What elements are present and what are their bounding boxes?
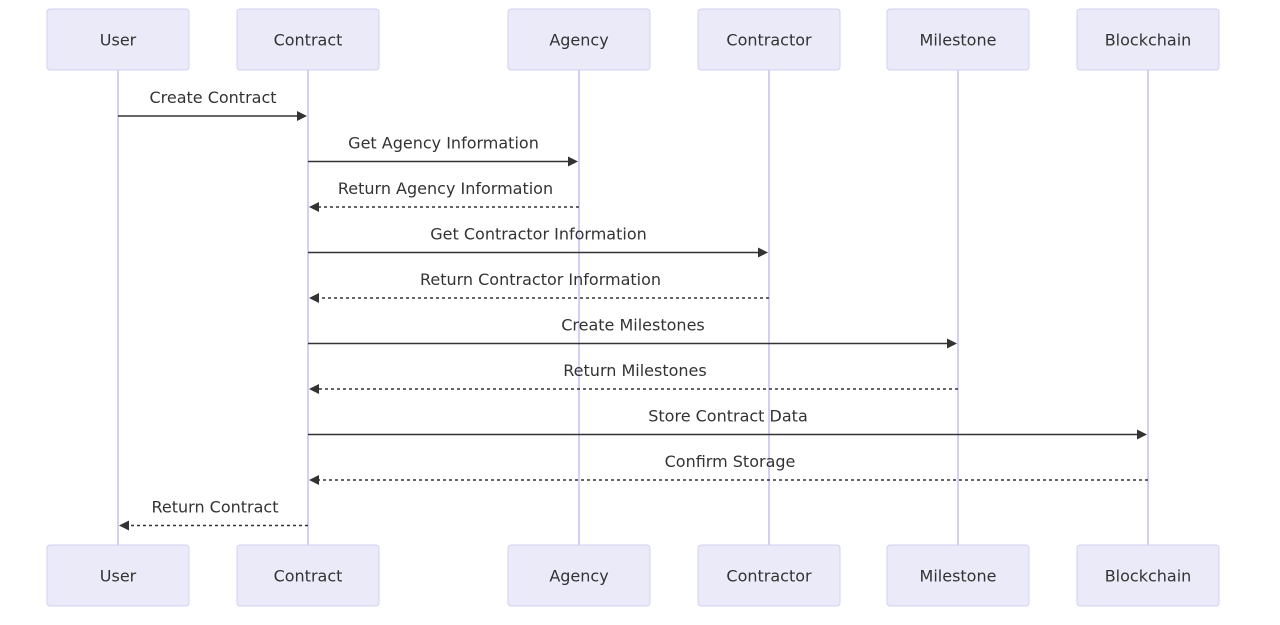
participant-label: Blockchain (1105, 567, 1192, 586)
participant-user-bottom: User (46, 544, 190, 607)
participant-user-top: User (46, 8, 190, 71)
participant-contract-top: Contract (236, 8, 380, 71)
arrowhead-icon (309, 475, 319, 485)
message-label: Return Contract (151, 498, 278, 517)
participant-agency-bottom: Agency (507, 544, 651, 607)
message-9: Confirm Storage (309, 452, 1148, 485)
participant-label: Milestone (920, 31, 997, 50)
participant-box (1076, 8, 1220, 71)
participant-label: User (100, 31, 137, 50)
participant-milestone-bottom: Milestone (886, 544, 1030, 607)
participant-label: User (100, 567, 137, 586)
message-2: Get Agency Information (308, 134, 578, 167)
participant-contractor-top: Contractor (697, 8, 841, 71)
message-1: Create Contract (118, 88, 307, 121)
participant-milestone-top: Milestone (886, 8, 1030, 71)
participant-box (236, 8, 380, 71)
message-8: Store Contract Data (308, 407, 1147, 440)
arrowhead-icon (119, 520, 129, 531)
arrowhead-icon (758, 247, 768, 258)
participants-top: User Contract Agency Contractor Milestone Blo… (46, 8, 1220, 71)
participant-blockchain-top: Blockchain (1076, 8, 1220, 71)
participant-label: Blockchain (1105, 31, 1192, 50)
participant-label: Agency (549, 567, 608, 586)
participant-blockchain-bottom: Blockchain (1076, 544, 1220, 607)
participant-box (886, 544, 1030, 607)
message-label: Return Contractor Information (420, 270, 661, 289)
message-7: Return Milestones (309, 361, 958, 394)
participant-label: Contractor (726, 31, 812, 50)
participant-label: Milestone (920, 567, 997, 586)
participants-bottom: User Contract Agency Contractor Milestone Blo… (46, 544, 1220, 607)
participant-box (236, 544, 380, 607)
message-5: Return Contractor Information (309, 270, 769, 303)
message-label: Get Contractor Information (430, 225, 647, 244)
message-label: Create Contract (149, 88, 276, 107)
message-label: Confirm Storage (665, 452, 796, 471)
arrowhead-icon (309, 293, 319, 303)
arrowhead-icon (297, 111, 307, 121)
message-4: Get Contractor Information (308, 225, 768, 258)
message-label: Store Contract Data (648, 407, 808, 426)
message-10: Return Contract (119, 498, 308, 531)
participant-box (697, 8, 841, 71)
lifelines (117, 70, 1149, 545)
arrowhead-icon (309, 384, 319, 394)
participant-box (46, 8, 190, 71)
participant-label: Contract (274, 567, 343, 586)
participant-label: Contractor (726, 567, 812, 586)
participant-label: Contract (274, 31, 343, 50)
participant-contract-bottom: Contract (236, 544, 380, 607)
participant-box (46, 544, 190, 607)
message-label: Create Milestones (561, 316, 705, 335)
participant-label: Agency (549, 31, 608, 50)
message-3: Return Agency Information (309, 179, 579, 212)
arrowhead-icon (1137, 429, 1147, 440)
message-label: Get Agency Information (348, 134, 539, 153)
participant-box (886, 8, 1030, 71)
participant-box (697, 544, 841, 607)
arrowhead-icon (947, 338, 957, 349)
message-label: Return Milestones (563, 361, 706, 380)
arrowhead-icon (309, 202, 319, 212)
participant-box (507, 8, 651, 71)
participant-contractor-bottom: Contractor (697, 544, 841, 607)
participant-agency-top: Agency (507, 8, 651, 71)
message-6: Create Milestones (308, 316, 957, 349)
arrowhead-icon (568, 156, 578, 167)
participant-box (507, 544, 651, 607)
message-label: Return Agency Information (338, 179, 553, 198)
participant-box (1076, 544, 1220, 607)
